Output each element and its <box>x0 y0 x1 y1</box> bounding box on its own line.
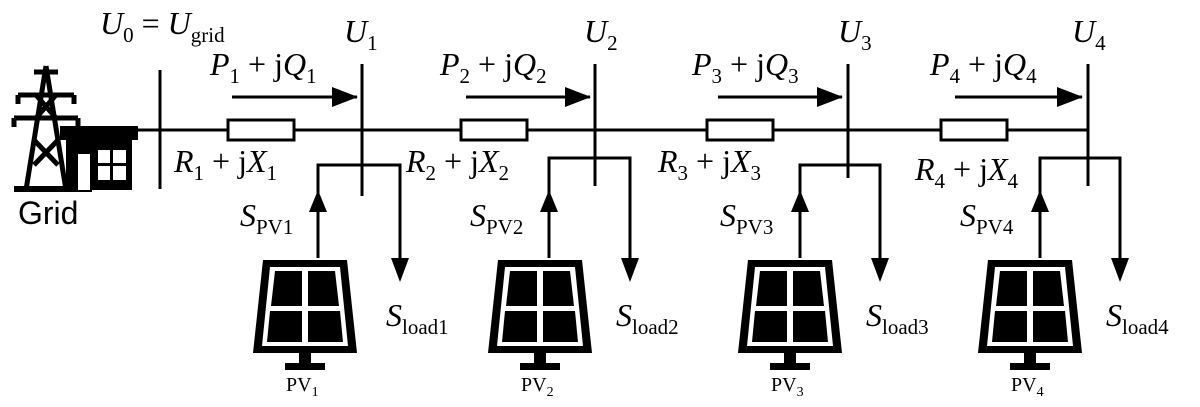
pv-injection-arrowhead-3 <box>791 190 809 212</box>
load-label-3: Sload3 <box>866 297 929 339</box>
pv-connection-2 <box>547 156 595 258</box>
power-flow-label-4: P4 + jQ4 <box>929 46 1037 88</box>
load-label-4: Sload4 <box>1106 297 1169 339</box>
impedance-label-2: R2 + jX2 <box>405 143 509 185</box>
solar-panel-icon <box>253 260 357 370</box>
grid-label: Grid <box>18 195 78 231</box>
load-connection-2 <box>595 156 632 258</box>
load-arrowhead-1 <box>391 258 409 282</box>
solar-panel-icon <box>738 260 842 370</box>
line-impedance-3 <box>705 118 775 142</box>
line-impedance-1 <box>226 118 296 142</box>
pv-panel-label-2: PV2 <box>521 374 554 400</box>
load-arrowhead-2 <box>621 258 639 282</box>
load-arrowhead-4 <box>1111 258 1129 282</box>
pv-power-label-3: SPV3 <box>720 197 773 239</box>
pv-panel-label-3: PV3 <box>771 374 804 400</box>
load-label-1: Sload1 <box>386 297 449 339</box>
bus-voltage-label-2: U2 <box>584 13 618 55</box>
load-connection-3 <box>848 163 882 258</box>
power-flow-label-2: P2 + jQ2 <box>439 46 547 88</box>
transmission-tower-and-substation-icon <box>11 65 138 192</box>
bus-voltage-label-3: U3 <box>838 13 872 55</box>
pv-power-label-4: SPV4 <box>960 197 1014 239</box>
load-connection-1 <box>362 163 402 258</box>
bus-voltage-label-1: U1 <box>344 13 378 55</box>
power-flow-label-1: P1 + jQ1 <box>209 46 317 88</box>
line-impedance-2 <box>459 118 529 142</box>
pv-panel-label-1: PV1 <box>286 374 319 400</box>
load-label-2: Sload2 <box>616 297 679 339</box>
impedance-label-3: R3 + jX3 <box>657 143 761 185</box>
pv-connection-1 <box>316 163 362 258</box>
solar-panel-icon <box>978 260 1082 370</box>
pv-panel-label-4: PV4 <box>1011 374 1044 400</box>
pv-connection-4 <box>1038 156 1088 258</box>
pv-power-label-1: SPV1 <box>240 197 293 239</box>
pv-power-label-2: SPV2 <box>470 197 523 239</box>
pv-connection-3 <box>798 163 848 258</box>
impedance-label-4: R4 + jX4 <box>914 151 1019 193</box>
pv-injection-arrowhead-4 <box>1031 190 1049 212</box>
load-connection-4 <box>1088 156 1122 258</box>
line-impedance-4 <box>939 118 1009 142</box>
pv-injection-arrowhead-1 <box>309 190 327 212</box>
grid-voltage-label: U0 = Ugrid <box>100 5 225 47</box>
pv-injection-arrowhead-2 <box>540 190 558 212</box>
impedance-label-1: R1 + jX1 <box>173 143 277 185</box>
solar-panel-icon <box>488 260 592 370</box>
power-flow-label-3: P3 + jQ3 <box>691 46 799 88</box>
bus-voltage-label-4: U4 <box>1072 13 1106 55</box>
load-arrowhead-3 <box>871 258 889 282</box>
